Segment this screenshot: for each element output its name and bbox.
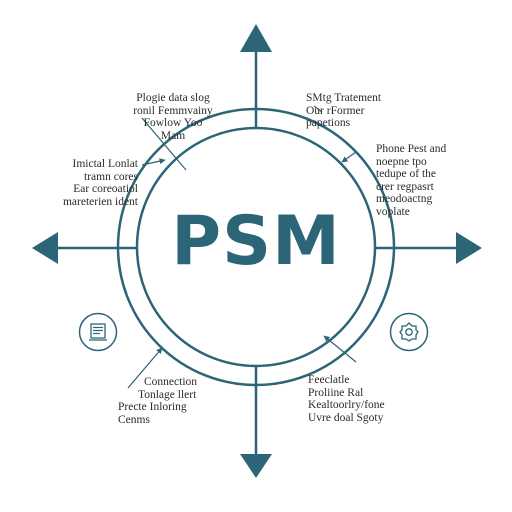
label-line: Kealtoorlry/fone: [308, 399, 385, 411]
outer-ring: [116, 107, 396, 387]
document-list-icon: [78, 312, 118, 352]
label-line: Our rFormer: [306, 104, 365, 117]
gear-settings-icon: [389, 312, 429, 352]
label-line: Precte Inloring: [118, 401, 187, 413]
leader-top-left: [141, 117, 187, 171]
label-line: Plogie data slog: [136, 92, 210, 104]
label-line: voplate: [376, 205, 410, 218]
label-line: Tonlage llert: [138, 388, 197, 401]
label-line: Connection: [144, 376, 198, 388]
arrow-left: [32, 232, 58, 264]
leader-top-right: [313, 105, 323, 113]
arrow-down: [240, 454, 272, 478]
label-line: Feeclatle: [308, 374, 350, 386]
leader-bottom-right: [323, 335, 357, 363]
label-line: mareterien ident: [62, 195, 138, 208]
label-line: papetions: [306, 117, 351, 129]
label-line: Imictal Lonlat: [72, 158, 138, 170]
label-line: meodoactng: [376, 193, 433, 205]
label-mid-left: Imictal Lonlat tramn cores Ear coreoatio…: [58, 158, 138, 208]
label-mid-right: Phone Pest and noepne tpo tedupe of the …: [376, 143, 446, 218]
label-bottom-left: Connection Tonlage llert Precte Inloring…: [118, 376, 197, 426]
label-line: Ear coreoatiol: [73, 183, 138, 195]
label-line: Uvre doal Sgoty: [308, 411, 384, 424]
label-line: Phone Pest and: [376, 143, 447, 155]
center-title: PSM: [171, 201, 341, 281]
label-line: SMtg Tratement: [306, 92, 382, 104]
label-line: noepne tpo: [376, 155, 427, 168]
label-line: crer regpasrt: [376, 180, 434, 193]
label-top-left: Plogie data slog ronil Femmvainy Fowlow …: [118, 92, 228, 142]
arrow-up: [240, 24, 272, 52]
label-line: Cenms: [118, 413, 150, 426]
label-line: tramn cores: [84, 170, 138, 183]
leader-mid-right: [341, 151, 357, 163]
label-line: tedupe of the: [376, 168, 437, 180]
label-line: ronil Femmvainy: [133, 104, 213, 117]
arrow-right: [456, 232, 482, 264]
label-line: Fowlow Yoo: [143, 117, 203, 129]
label-line: Mam: [160, 129, 186, 142]
leader-mid-left: [141, 158, 166, 166]
label-top-right: SMtg Tratement Our rFormer papetions: [306, 92, 381, 130]
label-bottom-right: Feeclatle Proliine Ral Kealtoorlry/fone …: [308, 374, 385, 424]
inner-ring: [135, 126, 377, 368]
label-line: Proliine Ral: [308, 386, 364, 399]
leader-bottom-left: [127, 347, 163, 389]
